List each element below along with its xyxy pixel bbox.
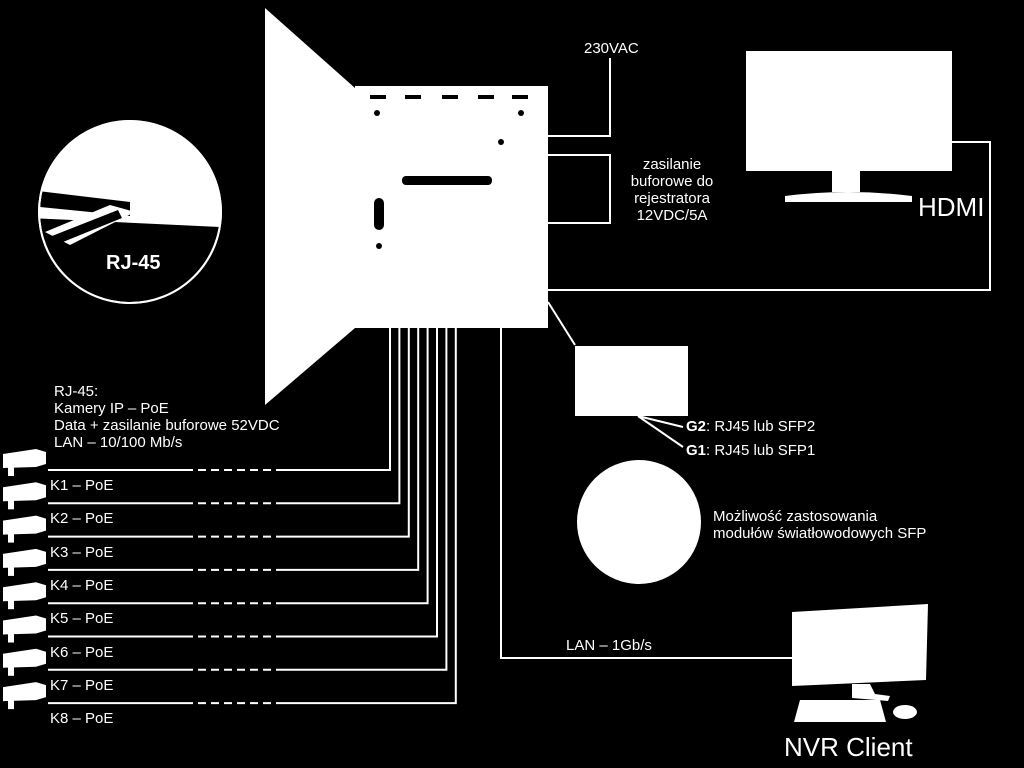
sfp-module-icon <box>575 346 688 416</box>
camera-cable-riser <box>278 328 410 538</box>
camera-cable-riser <box>278 328 420 571</box>
nvr-client-label: NVR Client <box>784 732 913 762</box>
camera-label: K5 – PoE <box>50 610 114 628</box>
poe-switch-icon <box>265 8 548 405</box>
backup-power-line-4: 12VDC/5A <box>636 207 708 224</box>
power-cable <box>548 58 611 137</box>
rj45-desc-line-4: LAN – 10/100 Mb/s <box>54 434 183 451</box>
sfp-transceiver-icon <box>577 460 701 584</box>
camera-label: K4 – PoE <box>50 576 114 594</box>
camera-cable-riser <box>278 328 401 505</box>
backup-power-line-1: zasilanie <box>642 156 702 173</box>
rj45-desc-line-3: Data + zasilanie buforowe 52VDC <box>54 417 280 434</box>
g2-key: G2 <box>686 418 707 435</box>
camera-icon <box>3 515 46 543</box>
monitor-icon <box>746 51 952 202</box>
rj45-desc-line-1: RJ-45: <box>54 383 99 400</box>
sfp-leader <box>547 301 576 346</box>
camera-icon <box>3 548 46 576</box>
backup-power-label: zasilanie buforowe do rejestratora 12VDC… <box>617 156 727 224</box>
sfp-note-line-1: Możliwość zastosowania <box>713 508 878 525</box>
camera-label: K3 – PoE <box>50 543 114 561</box>
backup-power-line-2: buforowe do <box>630 173 714 190</box>
backup-power-cable <box>548 154 611 224</box>
camera-cable-riser <box>278 328 391 471</box>
camera-icon <box>3 449 46 476</box>
camera-label: K8 – PoE <box>50 710 114 728</box>
sfp-note-line-2: modułów światłowodowych SFP <box>713 525 927 542</box>
camera-cable-riser <box>278 328 438 638</box>
camera-cable-riser <box>278 328 429 605</box>
rj45-plug-icon <box>38 120 222 304</box>
camera-label: K6 – PoE <box>50 643 114 661</box>
backup-power-line-3: rejestratora <box>634 190 710 207</box>
camera-icon <box>3 582 46 610</box>
camera-icon <box>3 615 46 643</box>
nvr-client-computer-icon <box>792 604 928 722</box>
rj45-desc-line-2: Kamery IP – PoE <box>54 400 169 417</box>
power-label: 230VAC <box>584 40 639 57</box>
lan-label: LAN – 1Gb/s <box>566 637 652 654</box>
g1-key: G1 <box>686 442 707 459</box>
camera-cable-riser <box>278 328 448 671</box>
g1-label: G1: RJ45 lub SFP1 <box>686 442 815 459</box>
hdmi-label: HDMI <box>918 192 985 222</box>
hdmi-cable <box>548 141 991 291</box>
sfp-note: Możliwość zastosowania modułów światłowo… <box>713 508 926 542</box>
device-cables <box>500 58 991 659</box>
rj45-badge-label: RJ-45 <box>106 252 161 274</box>
camera-label: K1 – PoE <box>50 477 114 494</box>
camera-icon <box>3 648 46 676</box>
g2-label: G2: RJ45 lub SFP2 <box>686 418 815 435</box>
camera-cable-riser <box>278 328 457 705</box>
g2-text: : RJ45 lub SFP2 <box>706 418 816 435</box>
camera-label: K7 – PoE <box>50 676 114 694</box>
camera-icon <box>3 482 46 510</box>
camera-label: K2 – PoE <box>50 510 114 528</box>
camera-icon <box>3 682 46 710</box>
g1-text: : RJ45 lub SFP1 <box>706 442 816 459</box>
lan-cable <box>500 328 792 659</box>
rj45-description: RJ-45: Kamery IP – PoE Data + zasilanie … <box>54 383 280 451</box>
